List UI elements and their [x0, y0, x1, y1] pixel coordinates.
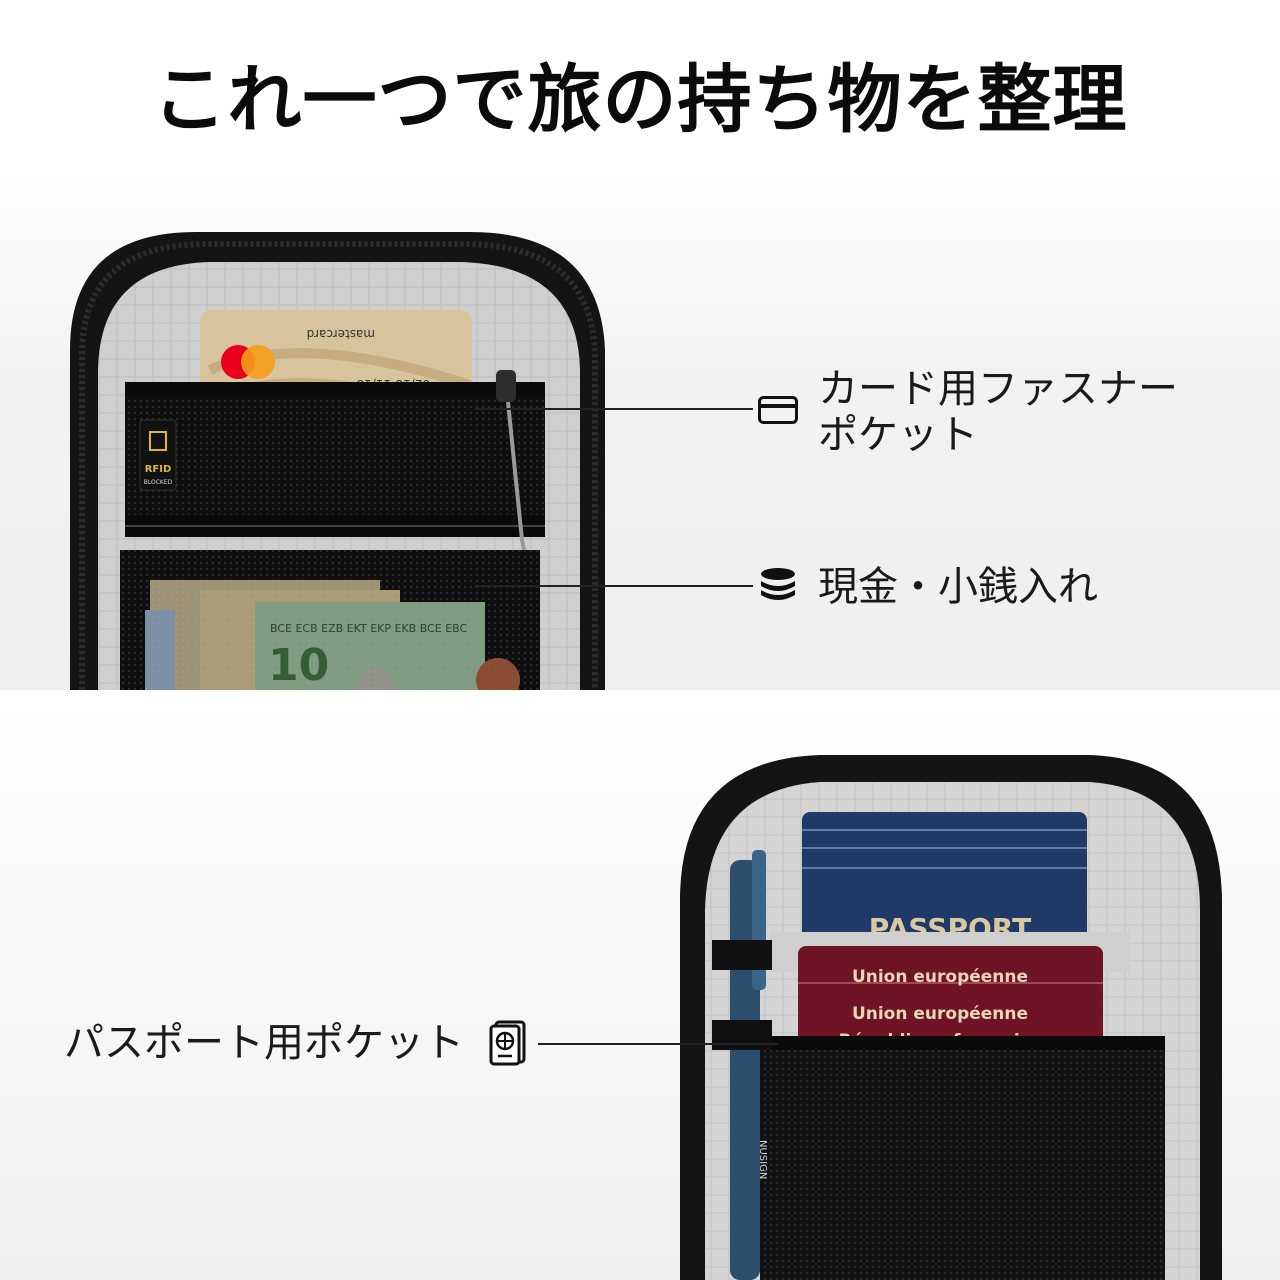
- banknote-text: BCE ECB EZB EKT EKP EKB BCE EBC: [270, 622, 467, 635]
- card-pocket-label-line2: ポケット: [818, 412, 978, 458]
- zipper-edge: [79, 241, 598, 690]
- passport-icon: [489, 1020, 526, 1066]
- banknote-value: 10: [268, 640, 329, 690]
- passport-mesh-pocket: [760, 1040, 1165, 1280]
- passport-pocket-label: パスポート用ポケット: [64, 1020, 464, 1066]
- credit-card-icon: [758, 396, 798, 424]
- passport-leader-line: [538, 1043, 778, 1045]
- cash-label: 現金・小銭入れ: [818, 564, 1098, 610]
- card-pocket-leader-line: [475, 408, 753, 410]
- passport-red-line1: Union européenne: [852, 967, 1028, 987]
- page-title: これ一つで旅の持ち物を整理: [152, 57, 1128, 143]
- blue-passports: PASSPORT: [802, 812, 1087, 952]
- rfid-label: RFID: [145, 464, 172, 475]
- pen-brand: NUSIGN: [757, 1140, 768, 1179]
- banknotes: BCE ECB EZB EKT EKP EKB BCE EBC 10: [145, 580, 520, 690]
- card-pocket-label-line1: カード用ファスナー: [818, 366, 1178, 412]
- cash-leader-line: [475, 585, 753, 587]
- top-product-photo: mastercard 02/18-11/18 RFID BLOCKED BCE …: [70, 231, 605, 690]
- bottom-product-photo: PASSPORT Union européenne Union européen…: [680, 755, 1222, 1280]
- card-zip-pocket: [125, 388, 545, 523]
- zipper-pull: [496, 370, 516, 402]
- rfid-sub-label: BLOCKED: [144, 479, 173, 486]
- rfid-badge: RFID BLOCKED: [139, 419, 177, 491]
- card-brand-text: mastercard: [307, 327, 375, 341]
- coin-stack-icon: [761, 568, 795, 600]
- card-pocket-label: カード用ファスナー ポケット: [818, 366, 1178, 458]
- passport-red-line2: Union européenne: [852, 1004, 1028, 1024]
